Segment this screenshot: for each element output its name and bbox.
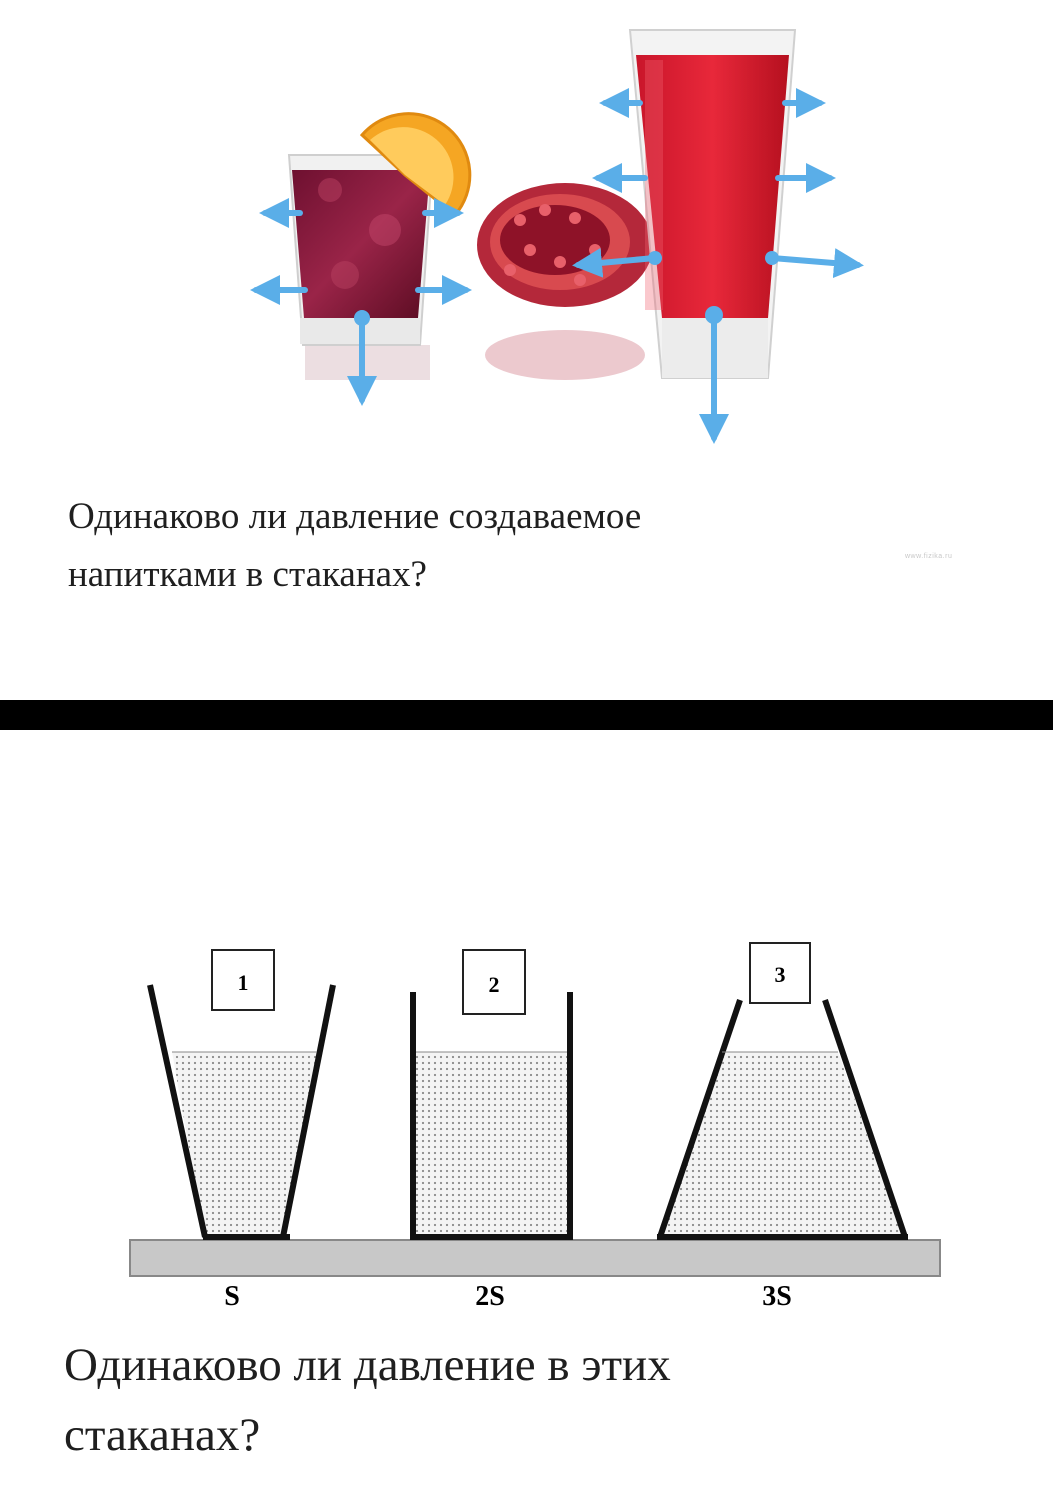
drinks-illustration bbox=[250, 29, 864, 444]
question-vessels-line2: стаканах? bbox=[64, 1409, 261, 1461]
vessel-2-label: 2 bbox=[489, 972, 500, 997]
vessel-1 bbox=[147, 984, 336, 1240]
small-glass bbox=[287, 154, 435, 346]
arrow-right-low bbox=[769, 248, 864, 279]
vessel-2-label-box bbox=[462, 949, 526, 1015]
question-drinks-line1: Одинаково ли давление создаваемое bbox=[68, 496, 642, 537]
vessel-2-base-label: 2S bbox=[475, 1281, 505, 1312]
drinks-illustration-section: Одинаково ли давление создаваемое напитк… bbox=[0, 0, 1053, 700]
arrow-left-low bbox=[572, 247, 658, 278]
vessel-3 bbox=[657, 999, 908, 1240]
question-drinks: Одинаково ли давление создаваемое напитк… bbox=[68, 488, 888, 604]
watermark: www.fizika.ru bbox=[905, 553, 953, 560]
orange-slice bbox=[359, 112, 472, 218]
vessel-3-label-box bbox=[749, 942, 811, 1004]
vessels-diagram: 1 2 3 S 2S 3S bbox=[129, 942, 941, 1312]
question-drinks-line2: напитками в стаканах? bbox=[68, 554, 427, 595]
tall-glass-pressure-arrows bbox=[572, 88, 864, 444]
vessel-1-label-box bbox=[211, 949, 275, 1011]
vessel-3-label: 3 bbox=[775, 962, 786, 987]
vessels-diagram-section: 1 2 3 S 2S 3S Одинаково ли давление в эт… bbox=[0, 730, 1053, 1487]
vessel-2 bbox=[410, 992, 573, 1240]
small-glass-pressure-arrows bbox=[250, 198, 472, 406]
tall-glass bbox=[628, 29, 797, 379]
pomegranate-reflection bbox=[485, 330, 645, 380]
question-vessels: Одинаково ли давление в этих стаканах? bbox=[64, 1330, 964, 1470]
pomegranate bbox=[477, 183, 653, 307]
question-vessels-line1: Одинаково ли давление в этих bbox=[64, 1339, 671, 1391]
vessel-3-base-label: 3S bbox=[762, 1281, 792, 1312]
vessel-1-base-label: S bbox=[224, 1281, 240, 1312]
vessel-1-label: 1 bbox=[238, 970, 249, 995]
small-glass-reflection bbox=[305, 345, 430, 380]
table-surface bbox=[129, 1239, 941, 1277]
section-divider bbox=[0, 700, 1053, 730]
